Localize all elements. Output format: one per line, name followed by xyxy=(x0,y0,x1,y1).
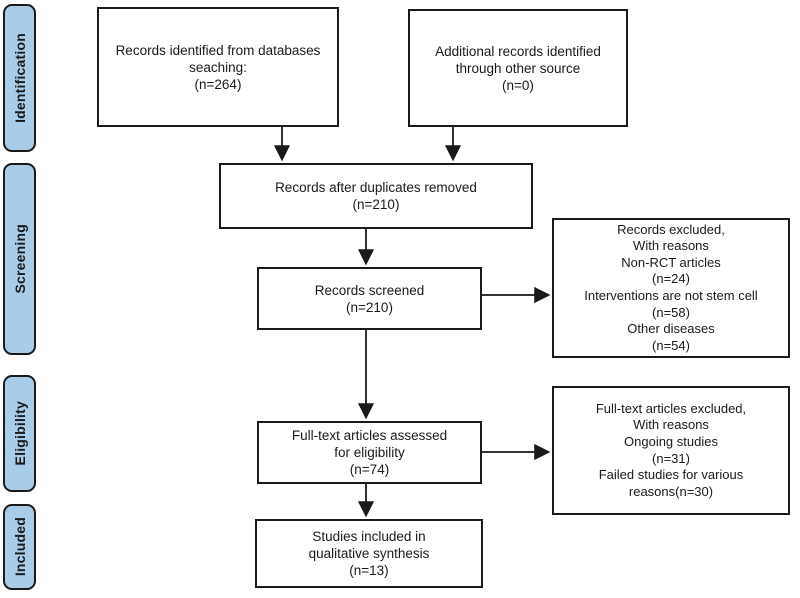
stage-eligibility: Eligibility xyxy=(3,375,36,492)
stage-included-label: Included xyxy=(11,517,28,577)
box-records-screened: Records screened (n=210) xyxy=(257,267,482,330)
stage-eligibility-label: Eligibility xyxy=(11,401,28,466)
box-fulltext-excluded: Full-text articles excluded, With reason… xyxy=(552,386,790,515)
stage-screening-label: Screening xyxy=(11,224,28,294)
box-additional-records: Additional records identified through ot… xyxy=(408,9,628,127)
stage-included: Included xyxy=(3,504,36,590)
box-duplicates-removed-text: Records after duplicates removed (n=210) xyxy=(275,180,477,212)
box-fulltext-assessed: Full-text articles assessed for eligibil… xyxy=(257,421,482,484)
stage-identification: Identification xyxy=(3,4,36,152)
box-records-excluded-text: Records excluded, With reasons Non-RCT a… xyxy=(584,221,758,353)
box-fulltext-assessed-text: Full-text articles assessed for eligibil… xyxy=(291,428,448,477)
box-records-screened-text: Records screened (n=210) xyxy=(314,282,425,315)
stage-identification-label: Identification xyxy=(11,33,28,123)
box-records-excluded: Records excluded, With reasons Non-RCT a… xyxy=(552,218,790,358)
box-fulltext-excluded-text: Full-text articles excluded, With reason… xyxy=(595,400,747,499)
stage-screening: Screening xyxy=(3,163,36,355)
box-duplicates-removed: Records after duplicates removed (n=210) xyxy=(219,163,533,229)
box-additional-records-text: Additional records identified through ot… xyxy=(435,43,601,93)
box-studies-included: Studies included in qualitative synthesi… xyxy=(255,519,483,588)
box-records-identified-text: Records identified from databases seachi… xyxy=(115,42,321,92)
box-studies-included-text: Studies included in qualitative synthesi… xyxy=(308,529,430,578)
box-records-identified: Records identified from databases seachi… xyxy=(97,7,339,127)
